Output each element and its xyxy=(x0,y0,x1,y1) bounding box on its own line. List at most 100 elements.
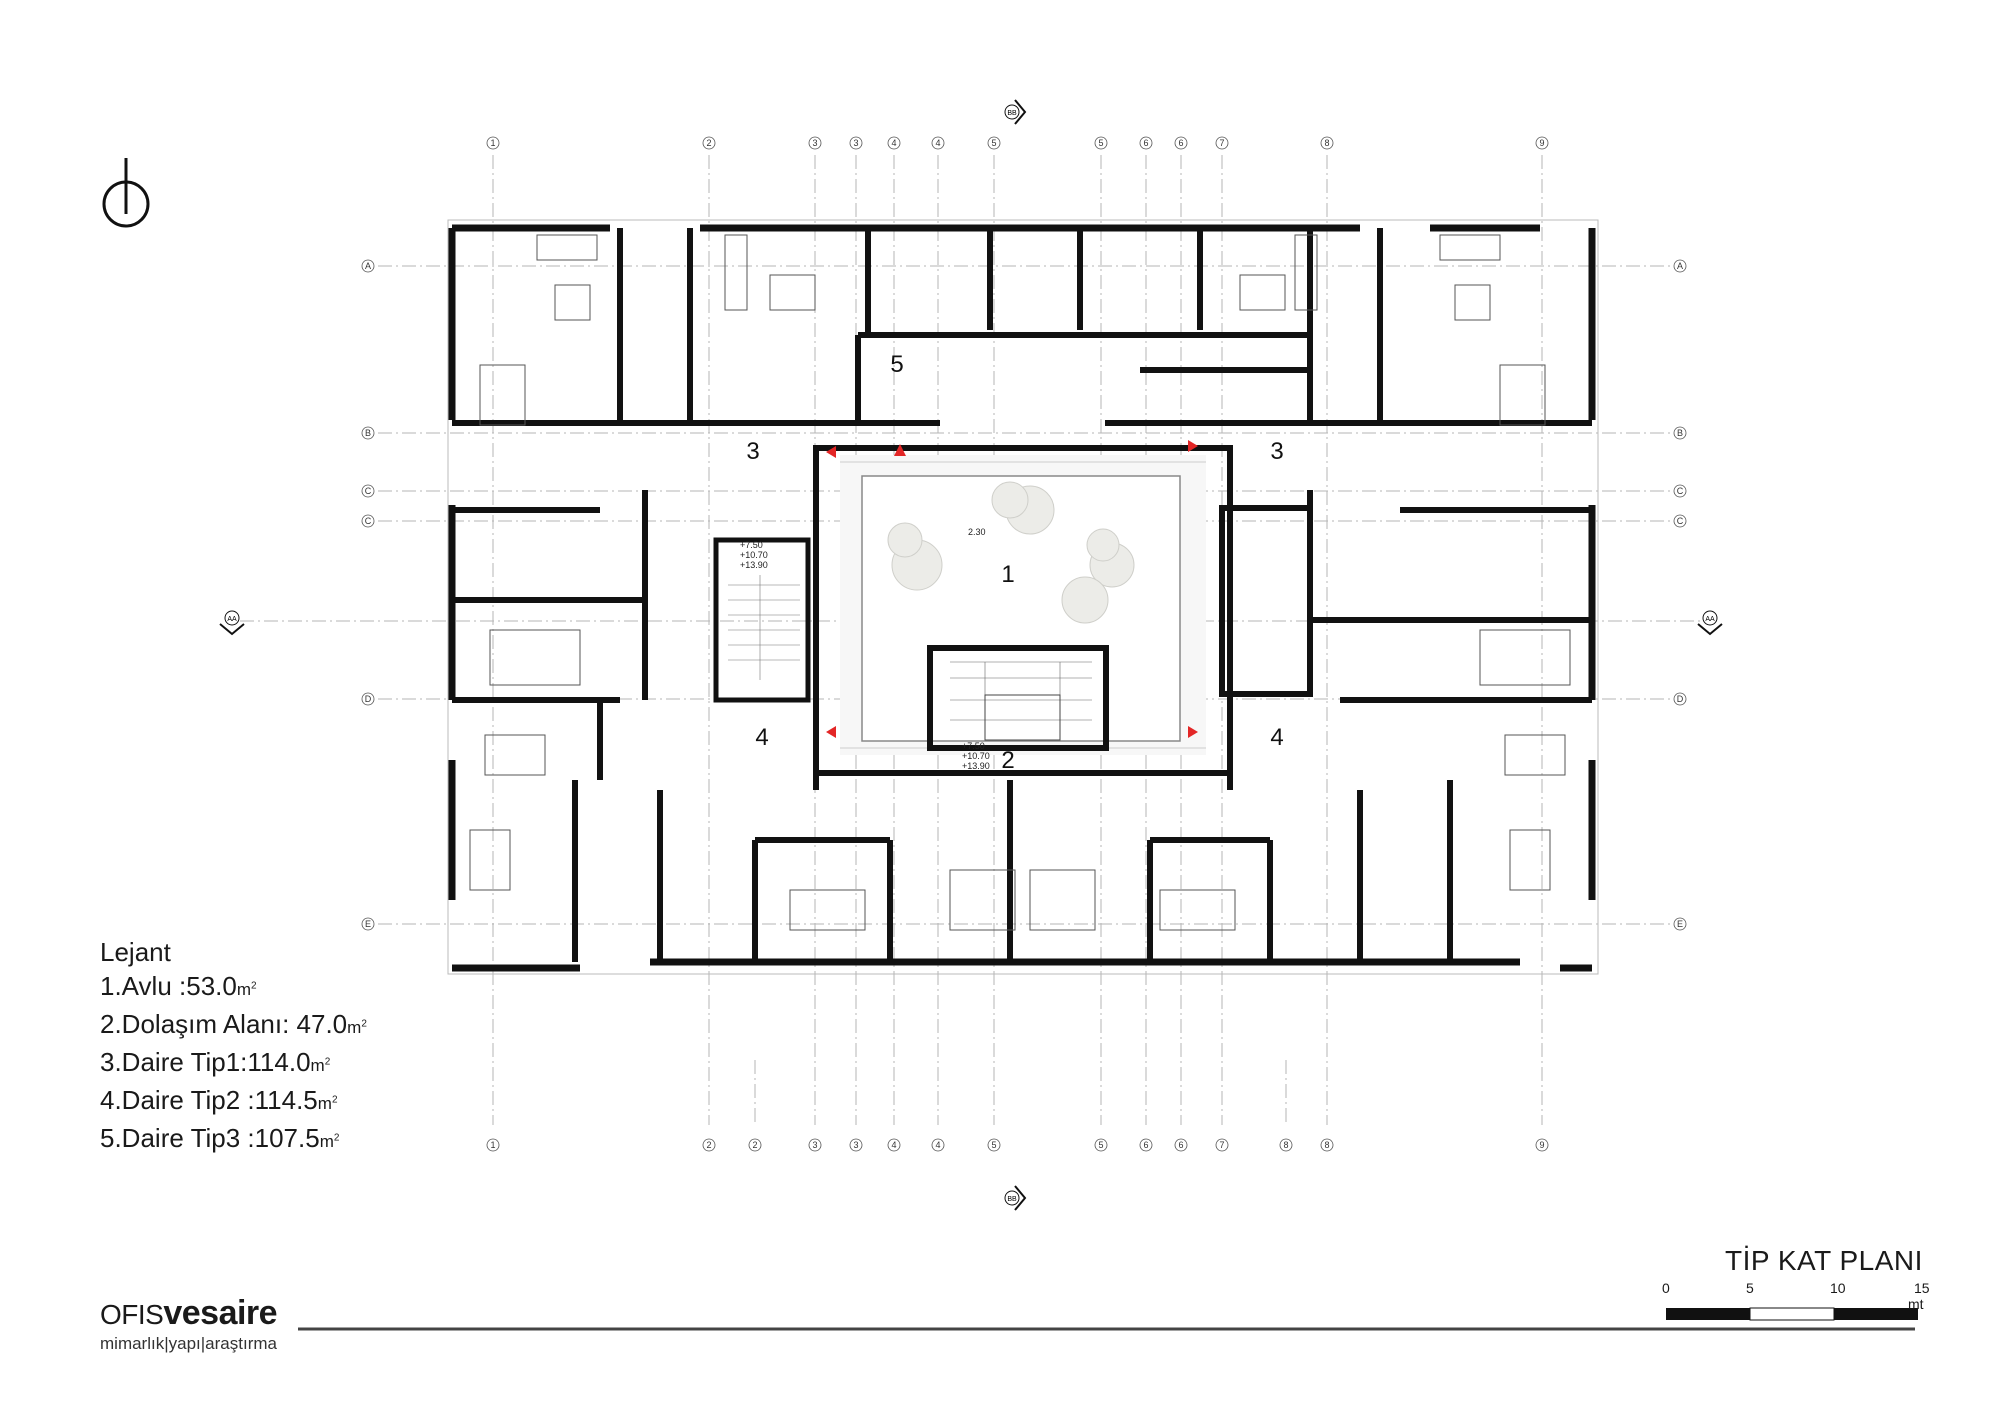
grid-bubble-label: 9 xyxy=(1539,138,1544,148)
space-label-4-left: 4 xyxy=(755,724,768,751)
north-arrow-icon xyxy=(102,158,150,228)
grid-bubble-label: 6 xyxy=(1178,138,1183,148)
grid-bubble-left: C xyxy=(361,514,375,528)
space-label-3-right: 3 xyxy=(1270,438,1283,465)
grid-bubble-label: 7 xyxy=(1219,1140,1224,1150)
legend-item: 2.Dolaşım Alanı: 47.0m2 xyxy=(100,1007,367,1045)
grid-bubble-label: 3 xyxy=(853,138,858,148)
grid-bubble-top: 5 xyxy=(987,136,1001,150)
grid-bubble-top: 9 xyxy=(1535,136,1549,150)
grid-bubble-label: B xyxy=(365,428,371,438)
grid-bubble-bottom: 3 xyxy=(808,1138,822,1152)
legend-item: 3.Daire Tip1:114.0m2 xyxy=(100,1045,367,1083)
section-label: AA xyxy=(227,616,237,623)
grid-bubble-top: 8 xyxy=(1320,136,1334,150)
logo-subtitle: mimarlık|yapı|araştırma xyxy=(100,1334,277,1353)
legend-item-text: 3.Daire Tip1:114.0 xyxy=(100,1047,311,1077)
grid-bubble-top: 6 xyxy=(1174,136,1188,150)
grid-bubble-label: 9 xyxy=(1539,1140,1544,1150)
grid-bubble-label: 3 xyxy=(853,1140,858,1150)
grid-bubble-label: 1 xyxy=(490,1140,495,1150)
logo-ofis: OFIS xyxy=(100,1299,164,1330)
section-marker-top: BB xyxy=(1004,99,1027,125)
grid-bubble-label: 2 xyxy=(706,1140,711,1150)
grid-bubble-label: 2 xyxy=(706,138,711,148)
grid-bubble-label: C xyxy=(365,486,372,496)
grid-bubble-label: 5 xyxy=(991,1140,996,1150)
grid-bubble-bottom: 3 xyxy=(849,1138,863,1152)
section-label: BB xyxy=(1007,1196,1017,1203)
scale-unit: mt xyxy=(1908,1296,1924,1312)
legend-title: Lejant xyxy=(100,937,171,967)
grid-bubble-label: D xyxy=(1677,694,1684,704)
grid-bubble-bottom: 8 xyxy=(1320,1138,1334,1152)
grid-bubble-label: E xyxy=(1677,919,1683,929)
legend-item-text: 2.Dolaşım Alanı: 47.0 xyxy=(100,1009,348,1039)
grid-bubble-bottom: 2 xyxy=(748,1138,762,1152)
logo-vesaire: vesaire xyxy=(163,1294,278,1332)
building-outline xyxy=(447,219,1599,975)
grid-bubble-bottom: 9 xyxy=(1535,1138,1549,1152)
grid-bubble-left: D xyxy=(361,692,375,706)
interior-walls xyxy=(452,228,1592,962)
grid-bubble-right: A xyxy=(1673,259,1687,273)
grid-bubble-left: C xyxy=(361,484,375,498)
legend-item: 5.Daire Tip3 :107.5m2 xyxy=(100,1121,367,1159)
grid-bubble-right: B xyxy=(1673,426,1687,440)
grid-bubble-top: 7 xyxy=(1215,136,1229,150)
grid-bubble-label: 8 xyxy=(1324,138,1329,148)
grid-bubble-top: 5 xyxy=(1094,136,1108,150)
grid-bubble-label: 4 xyxy=(891,1140,896,1150)
furniture xyxy=(469,234,1571,931)
grid-bubble-label: 5 xyxy=(1098,138,1103,148)
level-stair-center-2: +10.70 xyxy=(962,751,990,761)
scale-tick-label: 15 xyxy=(1914,1280,1930,1296)
right-shaft xyxy=(1219,505,1313,697)
grid-bubble-label: 4 xyxy=(891,138,896,148)
grid-bubble-label: D xyxy=(365,694,372,704)
grid-bubble-label: A xyxy=(365,261,371,271)
grid-bubble-bottom: 7 xyxy=(1215,1138,1229,1152)
section-marker-left: AA xyxy=(219,610,245,636)
grid-bubble-label: 8 xyxy=(1283,1140,1288,1150)
grid-bubble-right: C xyxy=(1673,484,1687,498)
section-marker-right: AA xyxy=(1697,610,1723,636)
grid-bubble-top: 1 xyxy=(486,136,500,150)
grid-bubble-label: 7 xyxy=(1219,138,1224,148)
grid-bubble-top: 2 xyxy=(702,136,716,150)
grid-bubble-right: D xyxy=(1673,692,1687,706)
level-courtyard: 2.30 xyxy=(968,527,986,537)
grid-bubble-bottom: 4 xyxy=(887,1138,901,1152)
scale-tick-label: 5 xyxy=(1746,1280,1754,1296)
grid-bubble-left: E xyxy=(361,917,375,931)
legend-item-unit: m2 xyxy=(347,1018,367,1037)
legend-item-text: 1.Avlu :53.0 xyxy=(100,971,237,1001)
legend-item-unit: m2 xyxy=(319,1132,340,1151)
grid-bubble-label: 5 xyxy=(991,138,996,148)
section-label: BB xyxy=(1007,110,1017,117)
grid-bubble-top: 3 xyxy=(849,136,863,150)
grid-bubble-label: 6 xyxy=(1143,138,1148,148)
grid-bubble-right: C xyxy=(1673,514,1687,528)
legend-item-unit: m2 xyxy=(310,1056,331,1075)
grid-bubble-label: 3 xyxy=(812,138,817,148)
legend-item: 1.Avlu :53.0m2 xyxy=(100,969,367,1007)
space-label-3-left: 3 xyxy=(746,438,759,465)
grid-bubble-label: 3 xyxy=(812,1140,817,1150)
grid-bubble-left: A xyxy=(361,259,375,273)
scale-bar xyxy=(1666,1307,1918,1321)
level-stair-left-3: +13.90 xyxy=(740,560,768,570)
grid-bubble-bottom: 6 xyxy=(1174,1138,1188,1152)
grid-bubble-label: C xyxy=(1677,516,1684,526)
grid-bubble-bottom: 1 xyxy=(486,1138,500,1152)
grid-bubble-label: C xyxy=(1677,486,1684,496)
courtyard-trees xyxy=(887,481,1135,624)
left-stair xyxy=(713,537,811,703)
level-stair-left-1: +7.50 xyxy=(740,540,763,550)
level-stair-left-2: +10.70 xyxy=(740,550,768,560)
grid-bubble-bottom: 5 xyxy=(1094,1138,1108,1152)
